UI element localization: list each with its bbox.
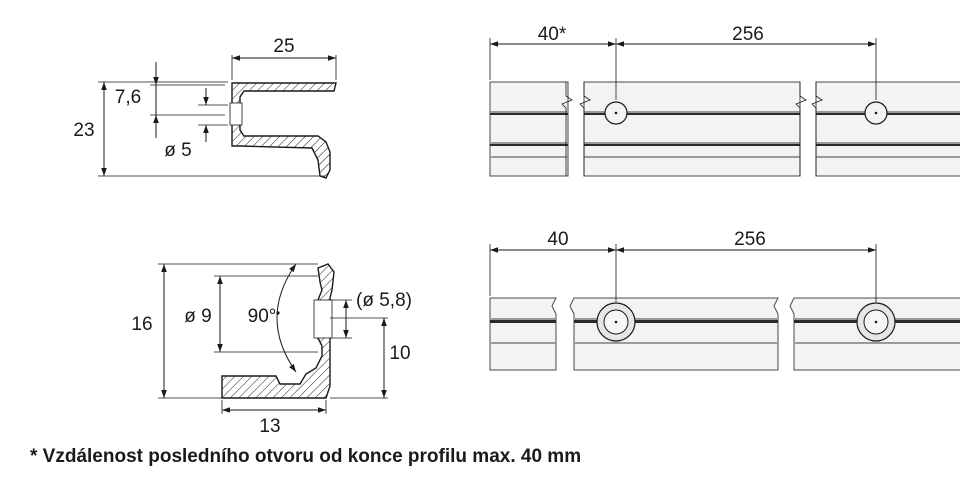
dim-hole-bottom: (ø 5,8) <box>356 290 412 311</box>
dim-pitch-top: 256 <box>732 24 764 45</box>
dim-first-hole-bottom: 40 <box>547 229 568 250</box>
dim-angle-bottom: 90° <box>248 306 277 327</box>
rail-bottom-segment-2 <box>569 297 779 371</box>
rail-bottom-segment-1 <box>489 297 557 371</box>
profile-top-section: 25 23 7,6 ø 5 <box>73 36 337 179</box>
dim-width-top: 25 <box>273 36 294 57</box>
rail-bottom-segment-3 <box>789 297 960 371</box>
footnote: * Vzdálenost posledního otvoru od konce … <box>30 446 582 467</box>
dim-hole-top: ø 5 <box>164 140 191 161</box>
profile-bottom-section: 16 ø 9 90° (ø 5,8) 10 13 <box>131 263 412 437</box>
dim-hole-height-bottom: 10 <box>389 343 410 364</box>
rail-top-segment-1 <box>489 81 569 177</box>
profile-top-outline <box>231 82 337 179</box>
dim-height-top: 23 <box>73 120 94 141</box>
rail-top-segment-2 <box>583 81 801 177</box>
rail-bottom-dimensions: 40 256 <box>489 229 877 302</box>
rail-top-segment-3 <box>815 81 960 177</box>
rail-top <box>489 81 960 177</box>
dim-slot-bottom: ø 9 <box>184 306 211 327</box>
dim-pitch-bottom: 256 <box>734 229 766 250</box>
dim-first-hole-top: 40* <box>538 24 567 45</box>
dim-slot-height-top: 7,6 <box>115 87 141 108</box>
rail-bottom <box>489 297 960 371</box>
dim-height-bottom: 16 <box>131 314 152 335</box>
profile-bottom-foot <box>221 328 331 399</box>
dim-width-bottom: 13 <box>259 416 280 437</box>
rail-top-dimensions: 40* 256 <box>489 24 877 100</box>
